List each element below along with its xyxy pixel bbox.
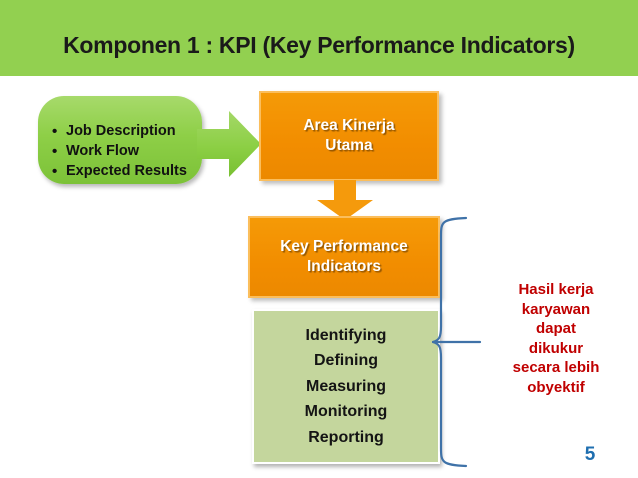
arrow-down-icon — [317, 180, 373, 220]
page-title: Komponen 1 : KPI (Key Performance Indica… — [63, 31, 575, 58]
list-item: Measuring — [305, 377, 386, 395]
area-kinerja-box: Area Kinerja Utama — [259, 91, 439, 181]
bullet-dot-icon: • — [52, 142, 58, 160]
arrow-right-icon — [197, 111, 261, 177]
kpi-line2: Indicators — [306, 258, 382, 275]
list-item: • Work Flow — [52, 142, 192, 162]
title-banner — [0, 0, 638, 76]
list-item-label: Expected Results — [66, 162, 187, 179]
list-item: • Expected Results — [52, 162, 192, 182]
list-item-label: Work Flow — [66, 142, 140, 159]
curly-brace-icon — [432, 216, 482, 468]
list-item: • Job Description — [52, 122, 192, 142]
page-number: 5 — [584, 444, 596, 465]
area-kinerja-line1: Area Kinerja — [303, 117, 395, 135]
kpi-line1: Key Performance — [280, 238, 408, 256]
list-item: Monitoring — [304, 403, 388, 421]
kpi-activities-box: Identifying Defining Measuring Monitorin… — [252, 309, 440, 464]
area-kinerja-line2: Utama — [325, 137, 373, 154]
list-item: Defining — [314, 352, 378, 370]
note-text: Hasil kerja karyawan dapat dikukur secar… — [494, 280, 618, 397]
note-line: Hasil kerja — [518, 281, 594, 298]
job-inputs-card — [38, 96, 202, 184]
note-line: dikukur — [528, 339, 584, 357]
note-line: secara lebih — [512, 359, 600, 376]
list-item: Reporting — [308, 428, 384, 446]
bullet-dot-icon: • — [52, 162, 58, 180]
job-inputs-list: • Job Description • Work Flow • Expected… — [52, 122, 192, 182]
list-item-label: Job Description — [66, 123, 176, 139]
note-line: dapat — [535, 320, 576, 337]
note-line: karyawan — [521, 300, 591, 318]
bullet-dot-icon: • — [52, 123, 58, 140]
note-line: obyektif — [527, 378, 585, 396]
list-item: Identifying — [305, 326, 387, 344]
kpi-box: Key Performance Indicators — [248, 216, 440, 298]
